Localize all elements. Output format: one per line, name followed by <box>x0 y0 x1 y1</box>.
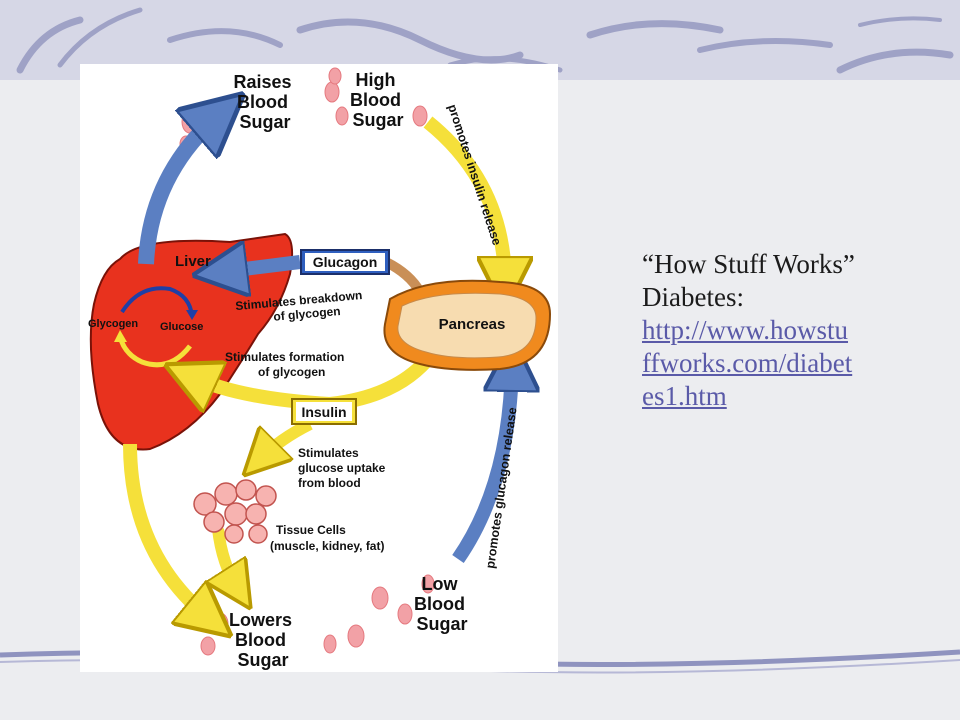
stimulates-formation-label: Stimulates formation of glycogen <box>225 350 348 379</box>
reference-link[interactable]: http://www.howstu ffworks.com/diabet es1… <box>642 314 922 413</box>
tissue-cells-label: Tissue Cells (muscle, kidney, fat) <box>270 523 384 553</box>
reference-caption: “How Stuff Works” Diabetes: http://www.h… <box>642 248 922 413</box>
raises-blood-sugar-label: Raises Blood Sugar <box>233 72 296 132</box>
promotes-insulin-release-label: promotes insulin release <box>445 103 504 247</box>
caption-title: “How Stuff Works” <box>642 249 855 279</box>
glucose-regulation-diagram: Glucagon Insulin Raises Blood Sugar High… <box>80 64 558 672</box>
reference-link-line[interactable]: es1.htm <box>642 381 727 411</box>
stimulates-uptake-label: Stimulates glucose uptake from blood <box>298 446 389 490</box>
glucagon-label: Glucagon <box>313 254 378 270</box>
reference-link-line[interactable]: http://www.howstu <box>642 315 849 345</box>
caption-subtitle: Diabetes: <box>642 282 744 312</box>
high-blood-sugar-label: High Blood Sugar <box>350 70 406 130</box>
liver-to-raises-arrow <box>138 114 220 265</box>
pancreas-label: Pancreas <box>439 316 506 333</box>
lowers-blood-sugar-label: Lowers Blood Sugar <box>229 610 297 670</box>
liver-label: Liver <box>175 253 211 270</box>
low-blood-sugar-label: Low Blood Sugar <box>414 574 470 634</box>
tissue-cells <box>193 479 277 544</box>
insulin-release-arrow <box>423 116 505 284</box>
glycogen-label: Glycogen <box>88 318 138 330</box>
glucagon-release-arrow <box>452 364 512 563</box>
insulin-label: Insulin <box>301 404 346 420</box>
reference-link-line[interactable]: ffworks.com/diabet <box>642 348 853 378</box>
glucose-label: Glucose <box>160 321 203 333</box>
